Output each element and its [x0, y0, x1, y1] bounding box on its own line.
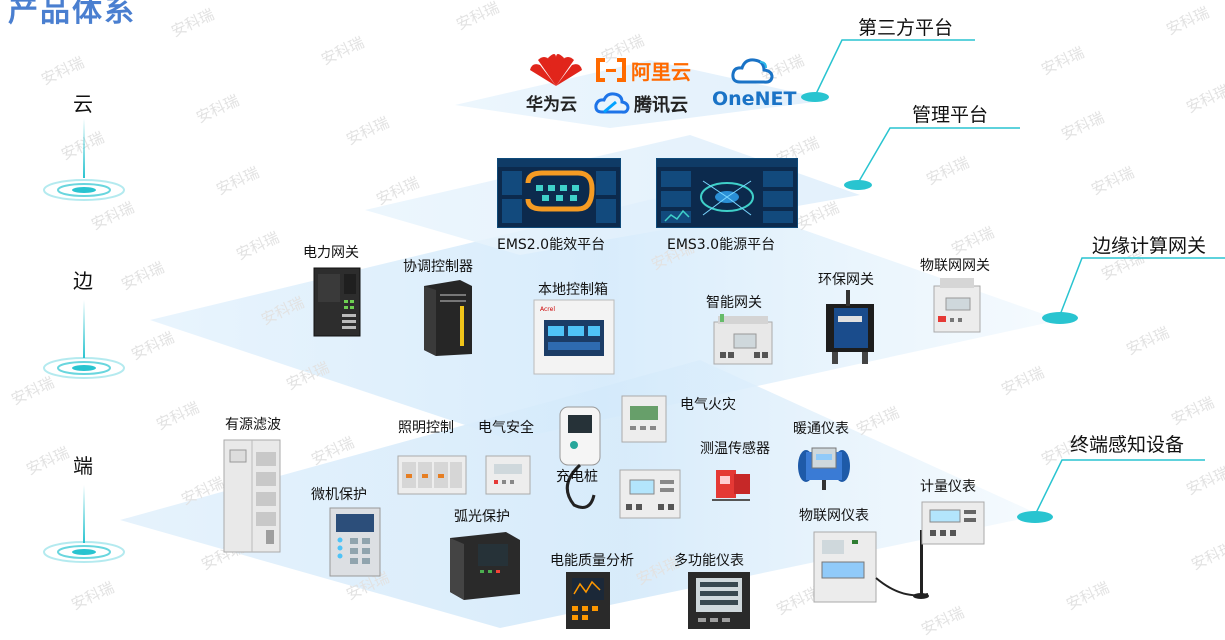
env-gateway-device — [822, 288, 878, 368]
terminal-device-label: 电气火灾 — [680, 397, 736, 413]
tencent-cloud-text: 腾讯云 — [634, 95, 688, 116]
onenet-logo: OneNET — [710, 56, 800, 112]
terminal-device-label: 微机保护 — [311, 487, 367, 503]
terminal-device-label: 有源滤波 — [225, 417, 281, 433]
huawei-petals-icon — [530, 54, 582, 86]
coord-controller-device — [420, 278, 476, 358]
multi-function-meter-device — [686, 570, 752, 629]
terminal-device-label: 暖通仪表 — [793, 421, 849, 437]
hvac-meter-device — [796, 440, 852, 492]
tencent-cloud-icon — [594, 92, 630, 114]
onenet-cloud-icon — [731, 58, 774, 84]
dashboard-graphic — [657, 159, 797, 223]
active-filter-cabinet — [222, 438, 284, 554]
layer-label-terminal: 端 — [73, 454, 93, 478]
page-title: 产品体系 — [8, 0, 136, 29]
edge-device-label: 协调控制器 — [403, 259, 473, 275]
iot-meter-device — [812, 528, 936, 608]
huawei-cloud-logo: 华为云 — [524, 52, 590, 115]
terminal-device-label: 计量仪表 — [920, 479, 976, 495]
edge-device-label: 电力网关 — [303, 245, 359, 261]
edge-device-label: 本地控制箱 — [538, 282, 608, 298]
platform-label: EMS2.0能效平台 — [497, 237, 606, 253]
power-gateway-device — [312, 266, 364, 338]
charger-meter-device — [618, 466, 682, 522]
dashboard-graphic — [498, 159, 620, 223]
arc-protection-device — [444, 530, 522, 602]
pq-analyzer-device — [564, 570, 612, 629]
local-control-box-device: Acrel — [532, 298, 616, 376]
svg-text:Acrel: Acrel — [540, 306, 555, 313]
layer-label-cloud: 云 — [73, 92, 93, 116]
edge-device-label: 智能网关 — [706, 295, 762, 311]
aliyun-bracket-icon — [596, 58, 626, 82]
temp-sensor-device — [710, 460, 756, 508]
elec-safety-device — [484, 452, 532, 498]
terminal-device-label: 电能质量分析 — [550, 553, 634, 569]
tencent-cloud-logo: 腾讯云 — [594, 88, 704, 118]
terminal-device-label: 弧光保护 — [454, 509, 510, 525]
micro-protection-device — [328, 506, 384, 578]
terminal-device-label: 电气安全 — [478, 420, 534, 436]
terminal-device-label: 多功能仪表 — [674, 553, 744, 569]
category-terminal-devices: 终端感知设备 — [1070, 434, 1185, 456]
ems3-screen — [656, 158, 798, 228]
smart-gateway-device — [710, 312, 776, 368]
terminal-device-label: 照明控制 — [398, 420, 454, 436]
edge-device-label: 物联网网关 — [920, 258, 990, 274]
elec-fire-device — [620, 392, 668, 446]
ems2-screen — [497, 158, 621, 228]
aliyun-text: 阿里云 — [631, 60, 691, 84]
metering-device — [920, 498, 986, 548]
layer-label-edge: 边 — [73, 269, 93, 293]
platform-label: EMS3.0能源平台 — [667, 237, 776, 253]
category-management: 管理平台 — [912, 104, 989, 126]
terminal-device-label: 充电桩 — [556, 469, 598, 485]
charger-device — [554, 405, 606, 515]
aliyun-logo: 阿里云 — [594, 55, 704, 85]
category-third-party: 第三方平台 — [858, 17, 954, 39]
onenet-text: OneNET — [712, 88, 797, 110]
layer-rings — [43, 118, 125, 563]
huawei-cloud-text: 华为云 — [526, 95, 577, 115]
category-edge-gateway: 边缘计算网关 — [1092, 235, 1207, 257]
terminal-device-label: 测温传感器 — [700, 441, 770, 457]
edge-device-label: 环保网关 — [818, 272, 874, 288]
terminal-device-label: 物联网仪表 — [799, 508, 869, 524]
iot-gateway-device — [928, 274, 986, 340]
lighting-control-device — [396, 452, 468, 498]
